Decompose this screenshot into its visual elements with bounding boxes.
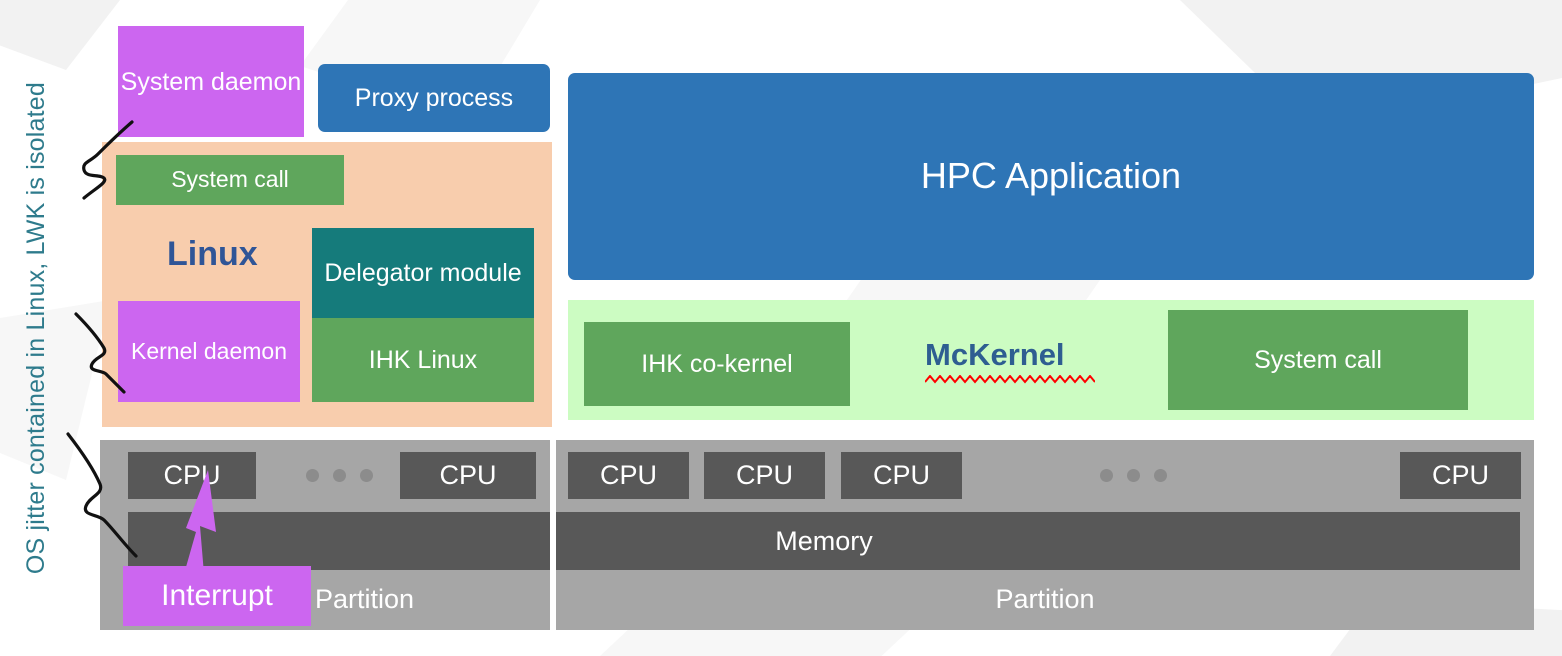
mckernel-label: McKernel [925,337,1065,372]
left-partition-ellipsis [306,469,373,482]
side-caption: OS jitter contained in Linux, LWK is iso… [14,0,58,656]
leader-line-bottom [66,432,138,558]
interrupt-callout-label: Interrupt [161,579,273,612]
left-cpu-0-label: CPU [163,460,221,491]
ellipsis-dot [1100,469,1113,482]
memory-label: Memory [775,525,873,556]
right-partition-footer: Partition [556,568,1534,630]
linux-system-call-box[interactable]: System call [116,155,344,205]
right-cpu-2-label: CPU [872,460,930,491]
ellipsis-dot [333,469,346,482]
system-daemon-box[interactable]: System daemon [118,26,304,137]
right-partition-ellipsis [1100,469,1167,482]
right-cpu-2[interactable]: CPU [841,452,962,499]
ihk-cokernel-box[interactable]: IHK co-kernel [584,322,850,406]
partition-divider [550,440,556,630]
ihk-linux-box[interactable]: IHK Linux [312,318,534,402]
memory-bar: Memory [128,512,1520,570]
right-cpu-1[interactable]: CPU [704,452,825,499]
right-cpu-3-label: CPU [1431,460,1489,491]
ellipsis-dot [360,469,373,482]
leader-line-middle [74,312,126,394]
delegator-module-label: Delegator module [324,259,522,287]
linux-system-call-label: System call [171,166,289,193]
kernel-daemon-label: Kernel daemon [131,337,287,364]
linux-panel-label: Linux [167,235,258,273]
left-cpu-0[interactable]: CPU [128,452,256,499]
left-cpu-1[interactable]: CPU [400,452,536,499]
right-partition-label: Partition [995,583,1095,614]
ellipsis-dot [1127,469,1140,482]
ellipsis-dot [306,469,319,482]
delegator-module-box[interactable]: Delegator module [312,228,534,318]
left-cpu-1-label: CPU [439,460,497,491]
hpc-application-box[interactable]: HPC Application [568,73,1534,280]
right-cpu-1-label: CPU [735,460,793,491]
proxy-process-label: Proxy process [354,84,514,112]
system-daemon-label: System daemon [120,67,302,96]
left-partition-label: Partition [315,583,415,614]
leader-line-top [82,120,134,200]
kernel-daemon-box[interactable]: Kernel daemon [118,301,300,402]
mckernel-system-call-label: System call [1254,346,1382,374]
hpc-application-label: HPC Application [920,155,1182,197]
ihk-cokernel-label: IHK co-kernel [641,350,793,378]
proxy-process-box[interactable]: Proxy process [318,64,550,132]
side-caption-text: OS jitter contained in Linux, LWK is iso… [21,81,50,575]
ihk-linux-label: IHK Linux [368,346,478,374]
mckernel-system-call-box[interactable]: System call [1168,310,1468,410]
spellcheck-squiggle-icon [925,375,1095,384]
mckernel-label-wrap: McKernel [925,337,1095,384]
interrupt-callout[interactable]: Interrupt [123,566,311,626]
right-cpu-0-label: CPU [599,460,657,491]
right-cpu-3[interactable]: CPU [1400,452,1521,499]
right-cpu-0[interactable]: CPU [568,452,689,499]
interrupt-pointer-icon [184,470,216,574]
ellipsis-dot [1154,469,1167,482]
